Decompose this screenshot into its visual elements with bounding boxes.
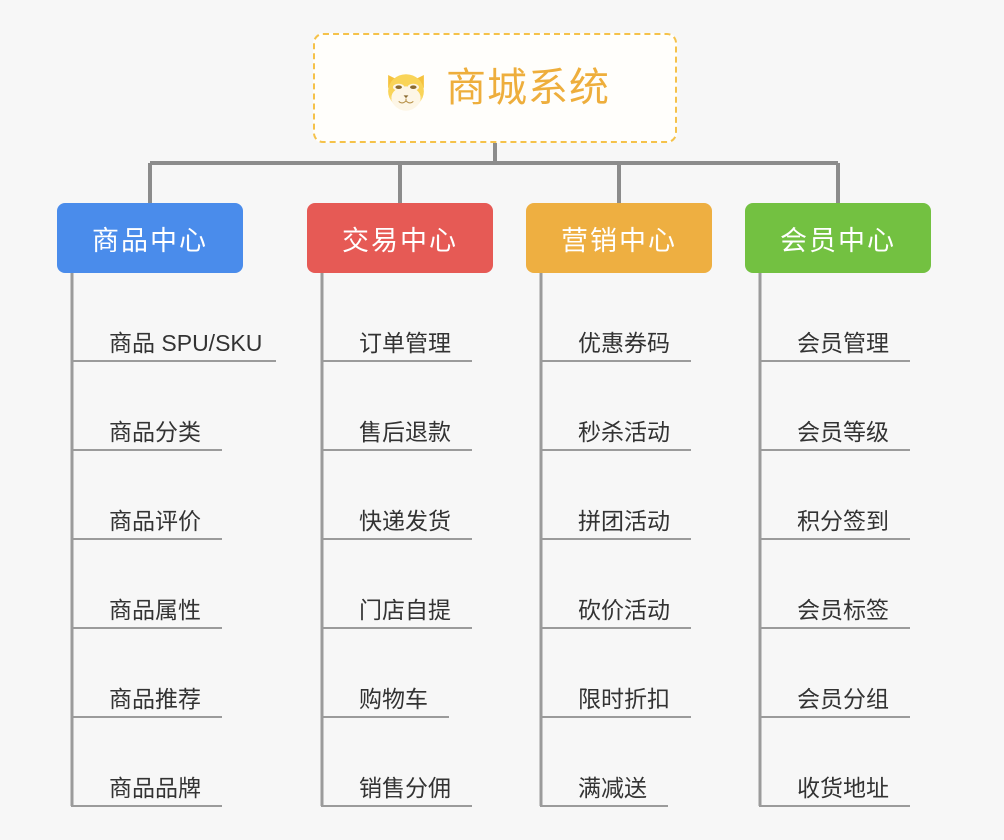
root-node[interactable]: 商城系统 [313,33,677,143]
leaf-label: 商品分类 [109,419,201,445]
leaf-item[interactable]: 销售分佣 [321,718,493,807]
leaf-item[interactable]: 购物车 [321,629,493,718]
leaf-item[interactable]: 满减送 [540,718,712,807]
leaf-item[interactable]: 积分签到 [759,451,931,540]
leaf-underline [71,627,222,629]
branch-header-label-4: 会员中心 [780,225,896,256]
leaf-underline [321,449,472,451]
leaf-item[interactable]: 收货地址 [759,718,931,807]
leaf-underline [321,627,472,629]
leaf-underline [321,716,449,718]
branch-header-1[interactable]: 商品中心 [57,203,243,273]
leaf-item[interactable]: 拼团活动 [540,451,712,540]
leaf-underline [540,627,691,629]
leaf-label: 积分签到 [797,508,889,534]
branch-column-3: 营销中心 优惠券码 秒杀活动 拼团活动 砍价活动 限时折扣 [526,203,712,807]
leaf-list-3: 优惠券码 秒杀活动 拼团活动 砍价活动 限时折扣 满减送 [540,273,712,807]
leaf-underline [71,538,222,540]
leaf-label: 砍价活动 [578,597,670,623]
leaf-label: 商品评价 [109,508,201,534]
leaf-item[interactable]: 优惠券码 [540,273,712,362]
branch-header-4[interactable]: 会员中心 [745,203,931,273]
leaf-underline [71,805,222,807]
leaf-underline [759,449,910,451]
leaf-underline [321,538,472,540]
leaf-underline [540,449,691,451]
leaf-label: 门店自提 [359,597,451,623]
leaf-item[interactable]: 会员等级 [759,362,931,451]
branch-header-label-3: 营销中心 [561,225,677,256]
leaf-item[interactable]: 快递发货 [321,451,493,540]
branch-column-1: 商品中心 商品 SPU/SKU 商品分类 商品评价 商品属性 商品推荐 [57,203,276,807]
leaf-underline [540,360,691,362]
leaf-underline [71,449,222,451]
leaf-list-4: 会员管理 会员等级 积分签到 会员标签 会员分组 收货地址 [759,273,931,807]
leaf-item[interactable]: 商品分类 [71,362,274,451]
leaf-label: 订单管理 [359,330,451,356]
leaf-label: 会员等级 [797,419,889,445]
leaf-underline [759,360,910,362]
leaf-item[interactable]: 门店自提 [321,540,493,629]
leaf-underline [759,805,910,807]
leaf-label: 拼团活动 [578,508,670,534]
leaf-label: 限时折扣 [578,686,670,712]
leaf-underline [759,538,910,540]
leaf-list-1: 商品 SPU/SKU 商品分类 商品评价 商品属性 商品推荐 商品品牌 [71,273,276,807]
leaf-item[interactable]: 售后退款 [321,362,493,451]
shiba-dog-face-icon [380,62,432,114]
branch-column-2: 交易中心 订单管理 售后退款 快递发货 门店自提 购物车 [307,203,493,807]
branch-column-4: 会员中心 会员管理 会员等级 积分签到 会员标签 会员分组 [745,203,931,807]
leaf-item[interactable]: 会员分组 [759,629,931,718]
leaf-label: 商品推荐 [109,686,201,712]
leaf-item[interactable]: 会员标签 [759,540,931,629]
leaf-underline [759,627,910,629]
branch-header-2[interactable]: 交易中心 [307,203,493,273]
leaf-underline [321,360,472,362]
leaf-underline [759,716,910,718]
leaf-item[interactable]: 订单管理 [321,273,493,362]
leaf-label: 购物车 [359,686,428,712]
leaf-label: 满减送 [578,775,647,801]
leaf-label: 优惠券码 [578,330,670,356]
leaf-label: 快递发货 [359,508,451,534]
leaf-label: 商品 SPU/SKU [109,330,263,356]
leaf-item[interactable]: 商品推荐 [71,629,274,718]
leaf-label: 会员标签 [797,597,889,623]
leaf-underline [540,538,691,540]
leaf-underline [71,360,276,362]
leaf-label: 会员分组 [797,686,889,712]
leaf-item[interactable]: 商品评价 [71,451,274,540]
leaf-item[interactable]: 砍价活动 [540,540,712,629]
leaf-label: 商品品牌 [109,775,201,801]
leaf-item[interactable]: 秒杀活动 [540,362,712,451]
branch-header-label-2: 交易中心 [342,225,458,256]
leaf-item[interactable]: 商品品牌 [71,718,274,807]
leaf-underline [540,716,691,718]
branch-header-3[interactable]: 营销中心 [526,203,712,273]
leaf-item[interactable]: 会员管理 [759,273,931,362]
leaf-label: 收货地址 [797,775,889,801]
branch-header-label-1: 商品中心 [92,225,208,256]
leaf-item[interactable]: 限时折扣 [540,629,712,718]
leaf-item[interactable]: 商品属性 [71,540,274,629]
leaf-label: 秒杀活动 [578,419,670,445]
leaf-label: 销售分佣 [359,775,451,801]
leaf-label: 商品属性 [109,597,201,623]
leaf-label: 会员管理 [797,330,889,356]
leaf-item[interactable]: 商品 SPU/SKU [71,273,276,362]
leaf-underline [540,805,668,807]
leaf-underline [71,716,222,718]
root-title: 商城系统 [446,66,610,110]
leaf-list-2: 订单管理 售后退款 快递发货 门店自提 购物车 销售分佣 [321,273,493,807]
leaf-label: 售后退款 [359,419,451,445]
leaf-underline [321,805,472,807]
